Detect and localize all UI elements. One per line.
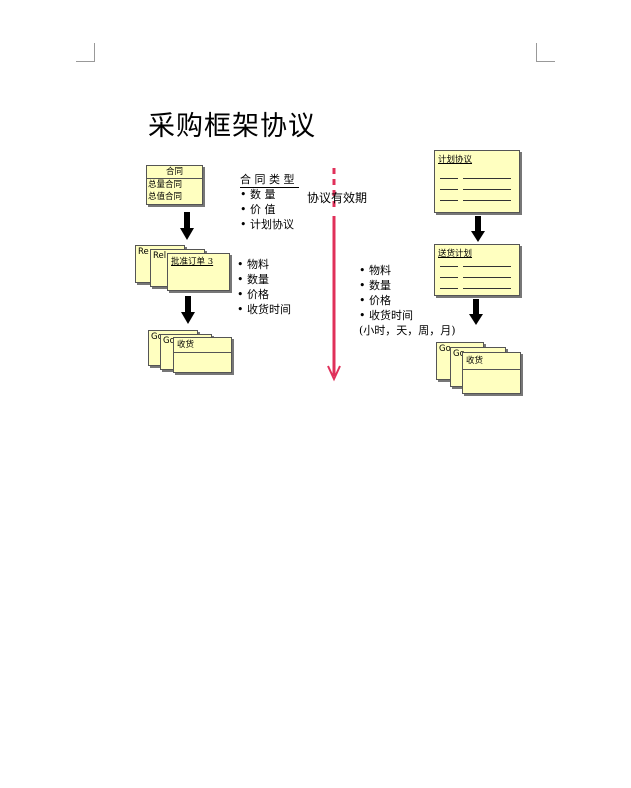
- contract-card-item: 总值合同: [148, 192, 183, 202]
- contract-type-item: • 价 值: [240, 203, 276, 216]
- down-arrow-icon: [469, 299, 483, 325]
- delivery-schedule-header: 送货计划: [438, 249, 473, 259]
- schedule-attr-item: (小时，天，周，月): [359, 324, 456, 337]
- contract-card-item: 总量合同: [148, 180, 183, 190]
- schedule-attr-item: • 物料: [359, 264, 391, 277]
- scheduling-agreement-header: 计划协议: [438, 155, 473, 165]
- release-card-middle-label: Rel.: [153, 251, 169, 261]
- goods-card-front: 收货: [173, 337, 232, 373]
- down-arrow-icon: [180, 212, 194, 240]
- scheduling-agreement-card: 计划协议: [434, 150, 520, 213]
- contract-type-item: • 计划协议: [240, 218, 294, 231]
- release-attr-item: • 价格: [237, 288, 269, 301]
- schedule-attr-item: • 数量: [359, 279, 391, 292]
- goods-card-back-label: Go: [151, 332, 163, 342]
- schedule-attr-item: • 收货时间: [359, 309, 413, 322]
- page-title: 采购框架协议: [148, 111, 316, 142]
- release-card-front-label: 批准订单 3: [171, 257, 214, 267]
- validity-period-arrow: [327, 168, 341, 382]
- contract-type-item: • 数 量: [240, 188, 276, 201]
- goods-card-front-label: 收货: [463, 353, 520, 370]
- delivery-schedule-card: 送货计划: [434, 244, 520, 296]
- goods-card-front: 收货: [462, 352, 521, 394]
- contract-types-heading: 合 同 类 型: [240, 172, 299, 188]
- goods-card-middle-label: Go: [453, 349, 465, 359]
- goods-card-front-label: 收货: [174, 338, 231, 353]
- release-attr-item: • 收货时间: [237, 303, 291, 316]
- release-attr-item: • 物料: [237, 258, 269, 271]
- validity-period-label: 协议有效期: [307, 191, 368, 205]
- contract-card-header: 合同: [147, 166, 202, 179]
- release-card-front: 批准订单 3: [167, 253, 230, 291]
- release-attr-item: • 数量: [237, 273, 269, 286]
- corner-mark-top-right: [536, 43, 555, 62]
- contract-card: 合同 总量合同 总值合同: [146, 165, 203, 205]
- goods-card-middle-label: Go: [163, 336, 175, 346]
- down-arrow-icon: [181, 296, 195, 324]
- goods-card-back-label: Go: [439, 344, 451, 354]
- corner-mark-top-left: [76, 43, 95, 62]
- release-card-back-label: Re: [138, 247, 149, 257]
- down-arrow-icon: [471, 216, 485, 242]
- schedule-attr-item: • 价格: [359, 294, 391, 307]
